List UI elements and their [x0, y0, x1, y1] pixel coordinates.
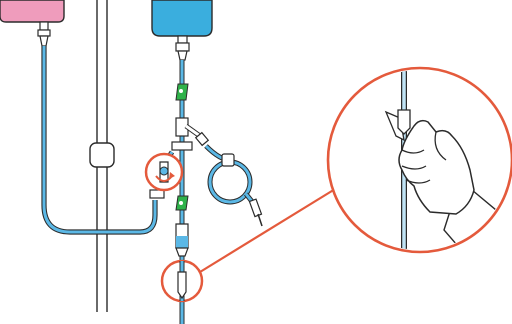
- primary-tubing: [41, 46, 158, 235]
- roller-clamp-icon: [175, 83, 189, 101]
- drip-chamber-icon: [175, 223, 189, 257]
- y-site-connector-icon: [171, 117, 210, 151]
- magnifier-callout-icon: [326, 66, 512, 254]
- pink-fluid-bag-icon: [0, 0, 65, 58]
- callout-connector: [199, 185, 341, 273]
- roller-clamp-icon: [175, 195, 189, 211]
- coiled-secondary-line-icon: [204, 144, 263, 227]
- blue-fluid-bag-icon: [151, 0, 213, 61]
- valve-callout-circle: [144, 152, 184, 192]
- iv-pole-icon: [89, 0, 115, 312]
